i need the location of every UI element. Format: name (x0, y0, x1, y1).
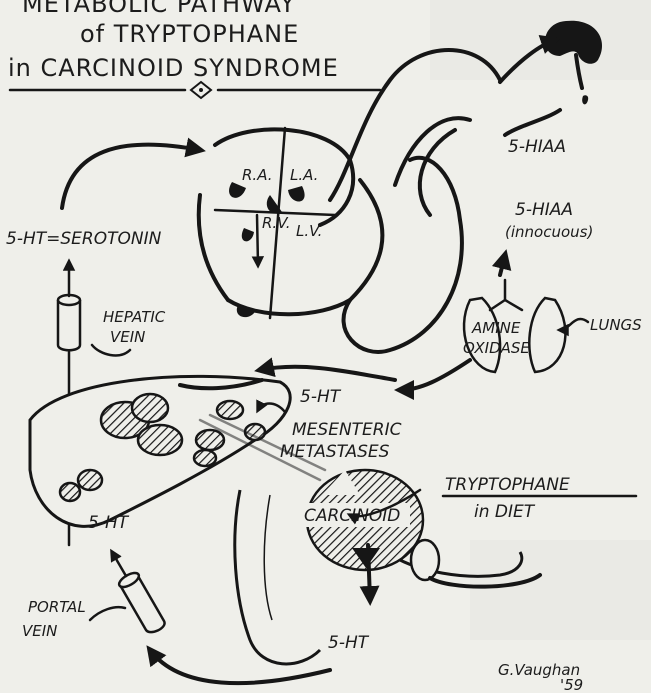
portal-vein-label-line-1: PORTAL (28, 598, 86, 616)
innocuous-label: (innocuous) (505, 223, 593, 241)
lungs-illustration: AMINE OXIDASE LUNGS (400, 255, 642, 390)
hiaa-innocuous-label: 5-HIAA (515, 200, 573, 220)
ht-middle-label: 5-HT (300, 387, 342, 407)
tryptophane-diet-label-line-1: TRYPTOPHANE (445, 475, 570, 495)
title-line-3: in CARCINOID SYNDROME (8, 54, 339, 82)
hepatic-vein-label-line-2: VEIN (110, 328, 145, 346)
portal-vein-cylinder (112, 552, 165, 632)
ht-left-label: 5-HT (88, 513, 130, 533)
title-block: METABOLIC PATHWAY of TRYPTOPHANE in CARC… (8, 0, 380, 98)
heart-lv-label: L.V. (296, 222, 322, 240)
hiaa-top-label: 5-HIAA (508, 137, 566, 157)
heart-ra-label: R.A. (242, 166, 273, 184)
title-line-2: of TRYPTOPHANE (80, 20, 299, 48)
tryptophane-diet-label-line-2: in DIET (474, 502, 536, 522)
amine-oxidase-label-line-1: AMINE (471, 319, 521, 337)
portal-vein-label-line-2: VEIN (22, 622, 57, 640)
signature-year: '59 (560, 676, 583, 693)
mesenteric-label-line-1: MESENTERIC (292, 420, 402, 440)
amine-oxidase-label-line-2: OXIDASE (463, 339, 530, 357)
tricuspid-valve-icon (229, 182, 246, 198)
heart-la-label: L.A. (290, 166, 318, 184)
mitral-valve-icon (288, 186, 305, 202)
hepatic-vein-label-line-1: HEPATIC (103, 308, 166, 326)
liver-illustration (30, 376, 290, 526)
lungs-label: LUNGS (590, 316, 642, 334)
serotonin-label: 5-HT=SEROTONIN (6, 229, 162, 249)
ht-bottom-label: 5-HT (328, 633, 370, 653)
circulation-paths (62, 40, 560, 352)
urine-drop-icon (582, 95, 588, 104)
title-line-1: METABOLIC PATHWAY (22, 0, 296, 18)
heart-rv-label: R.V. (262, 214, 291, 232)
mesenteric-label-line-2: METASTASES (280, 442, 390, 462)
